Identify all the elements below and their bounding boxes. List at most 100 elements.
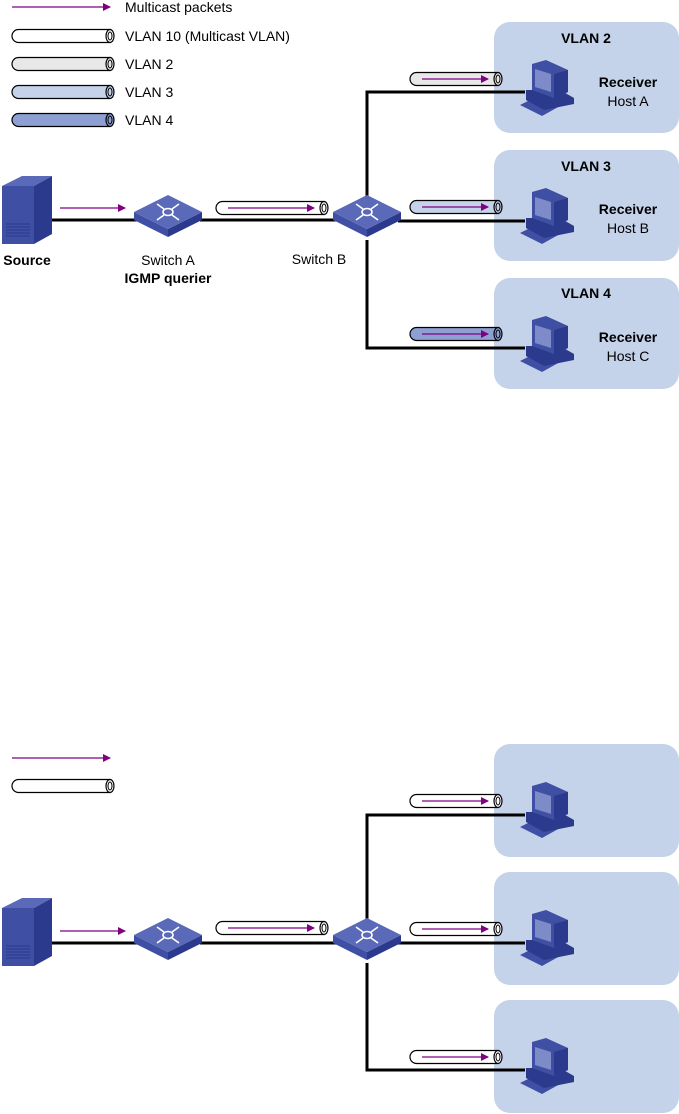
computer-screen bbox=[535, 1047, 551, 1070]
host-label: Host C bbox=[607, 348, 650, 364]
receiver-label: Receiver bbox=[599, 74, 658, 90]
computer-base bbox=[526, 218, 574, 238]
switch-icon bbox=[333, 195, 401, 237]
pipe-opening bbox=[107, 115, 113, 125]
pipe-body bbox=[11, 112, 111, 128]
server-front bbox=[2, 908, 34, 966]
computer-screen bbox=[535, 197, 551, 220]
switch-top bbox=[333, 918, 401, 952]
switch-b-label: Switch B bbox=[292, 251, 346, 267]
computer-monitor-side bbox=[554, 920, 568, 948]
computer-monitor-side bbox=[554, 326, 568, 354]
pipe-icon bbox=[11, 28, 115, 44]
pipe-end bbox=[493, 199, 503, 215]
switch-side bbox=[168, 935, 202, 960]
vlan-title: VLAN 3 bbox=[561, 158, 611, 174]
computer-icon bbox=[520, 316, 574, 372]
legend-label: VLAN 2 bbox=[125, 56, 173, 72]
pipe-opening bbox=[321, 923, 327, 933]
legend-item-multicast: Multicast packets bbox=[12, 0, 232, 15]
computer-icon bbox=[520, 1038, 574, 1094]
computer-monitor-side bbox=[554, 70, 568, 98]
pipe-opening bbox=[495, 329, 501, 339]
pipe-opening bbox=[107, 59, 113, 69]
switch-arrows-icon bbox=[355, 203, 379, 221]
pipe-end bbox=[493, 921, 503, 937]
top-diagram: Multicast packets VLAN 10 (Multicast VLA… bbox=[2, 0, 679, 389]
computer-screen bbox=[535, 919, 551, 942]
receiver-label: Receiver bbox=[599, 329, 658, 345]
pipe-icon bbox=[11, 778, 115, 794]
pipe-end bbox=[105, 112, 115, 128]
switch-side bbox=[168, 212, 202, 237]
pipe-end bbox=[105, 84, 115, 100]
server-icon bbox=[2, 176, 52, 244]
switch-top bbox=[333, 195, 401, 229]
pipe-icon bbox=[11, 84, 115, 100]
computer-screen bbox=[535, 69, 551, 92]
pipe-opening bbox=[107, 781, 113, 791]
switch-top bbox=[134, 918, 202, 952]
pipe-end bbox=[105, 28, 115, 44]
legend bbox=[11, 754, 115, 794]
switch-a-label: Switch A bbox=[141, 252, 195, 268]
pipe-vlan10-a-b bbox=[215, 200, 329, 216]
pipe-opening bbox=[107, 31, 113, 41]
switch-arrows-icon bbox=[355, 926, 379, 944]
switch-core bbox=[361, 207, 373, 217]
legend-label: Multicast packets bbox=[125, 0, 232, 15]
pipe-icon bbox=[11, 56, 115, 72]
switch-top bbox=[134, 195, 202, 229]
switch-core bbox=[162, 207, 174, 217]
links bbox=[50, 90, 525, 350]
server-top bbox=[2, 176, 52, 186]
pipe-opening bbox=[107, 87, 113, 97]
pipe-opening bbox=[495, 796, 501, 806]
pipe-end bbox=[493, 326, 503, 342]
pipe-vlan10-host-a bbox=[409, 793, 503, 809]
switch-side bbox=[333, 935, 367, 960]
computer-base bbox=[526, 90, 574, 110]
computer-screen bbox=[535, 325, 551, 348]
pipe-end bbox=[493, 793, 503, 809]
computer-icon bbox=[520, 782, 574, 838]
switch-side bbox=[134, 935, 168, 960]
switch-icon bbox=[134, 918, 202, 960]
pipe-end bbox=[319, 200, 329, 216]
pipe-vlan2 bbox=[409, 71, 503, 87]
vlan-box bbox=[494, 872, 679, 985]
switch-core bbox=[162, 930, 174, 940]
host-label: Host B bbox=[607, 220, 649, 236]
link-switch-b-host-a bbox=[365, 813, 525, 923]
computer-screen bbox=[535, 791, 551, 814]
computer-base bbox=[526, 812, 574, 832]
pipe-body bbox=[11, 778, 111, 794]
pipe-opening bbox=[495, 74, 501, 84]
pipe-body bbox=[11, 84, 111, 100]
switch-arrows-icon bbox=[156, 203, 180, 221]
pipe-end bbox=[493, 1049, 503, 1065]
computer-monitor-side bbox=[554, 792, 568, 820]
server-side bbox=[34, 898, 52, 966]
receiver-label: Receiver bbox=[599, 201, 658, 217]
legend: Multicast packets VLAN 10 (Multicast VLA… bbox=[11, 0, 290, 128]
server-front bbox=[2, 186, 34, 244]
switch-side bbox=[333, 212, 367, 237]
pipe-end bbox=[105, 778, 115, 794]
pipe-end bbox=[319, 920, 329, 936]
pipe-end bbox=[493, 71, 503, 87]
computer-monitor-side bbox=[554, 198, 568, 226]
computer-base bbox=[526, 940, 574, 960]
pipe-opening bbox=[495, 924, 501, 934]
switch-side bbox=[367, 935, 401, 960]
switch-core bbox=[361, 930, 373, 940]
server-side bbox=[34, 176, 52, 244]
pipe-vlan10-host-c bbox=[409, 1049, 503, 1065]
link-switch-b-host-a bbox=[365, 90, 525, 200]
switch-side bbox=[367, 212, 401, 237]
legend-item-vlan4: VLAN 4 bbox=[11, 112, 173, 128]
computer-monitor-side bbox=[554, 1048, 568, 1076]
host-label: Host A bbox=[607, 93, 649, 109]
computer-base bbox=[526, 1068, 574, 1088]
